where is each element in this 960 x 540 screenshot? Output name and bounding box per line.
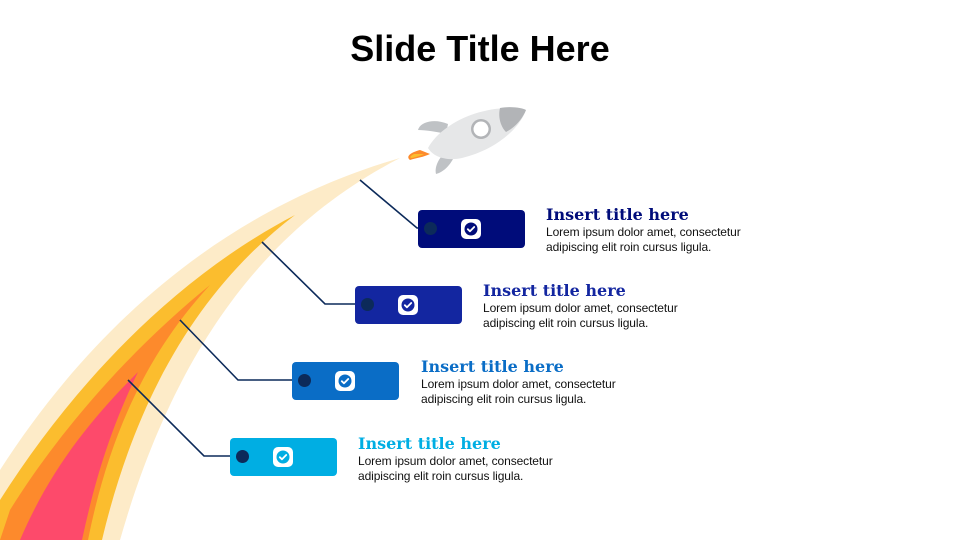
- check-icon: [398, 295, 418, 315]
- step-4-dot: [236, 450, 249, 463]
- connector-4: [127, 379, 238, 457]
- connector-3: [179, 319, 303, 381]
- step-4-description-line1: Lorem ipsum dolor amet, consectetur: [358, 454, 553, 468]
- step-3-title: Insert title here: [421, 357, 564, 376]
- step-2-text: Insert title here Lorem ipsum dolor amet…: [483, 281, 743, 331]
- step-3-dot: [298, 374, 311, 387]
- step-2-title: Insert title here: [483, 281, 626, 300]
- rocket-icon: [408, 107, 526, 174]
- trail-core: [20, 372, 138, 540]
- connector-2: [261, 241, 366, 305]
- check-icon: [335, 371, 355, 391]
- step-4-text: Insert title here Lorem ipsum dolor amet…: [358, 434, 618, 484]
- check-icon: [461, 219, 481, 239]
- step-4-bar: [230, 438, 337, 476]
- step-1-description-line2: adipiscing elit roin cursus ligula.: [546, 240, 712, 254]
- step-3-description-line1: Lorem ipsum dolor amet, consectetur: [421, 377, 616, 391]
- step-2-bar: [355, 286, 462, 324]
- step-1-text: Insert title here Lorem ipsum dolor amet…: [546, 205, 806, 255]
- step-1-dot: [424, 222, 437, 235]
- step-3-bar: [292, 362, 399, 400]
- step-2-description-line1: Lorem ipsum dolor amet, consectetur: [483, 301, 678, 315]
- step-4-description-line2: adipiscing elit roin cursus ligula.: [358, 469, 524, 483]
- step-2-dot: [361, 298, 374, 311]
- step-3-text: Insert title here Lorem ipsum dolor amet…: [421, 357, 681, 407]
- step-1-description-line1: Lorem ipsum dolor amet, consectetur: [546, 225, 741, 239]
- slide-title: Slide Title Here: [350, 28, 610, 69]
- step-1-title: Insert title here: [546, 205, 689, 224]
- step-1-bar: [418, 210, 525, 248]
- step-3-description-line2: adipiscing elit roin cursus ligula.: [421, 392, 587, 406]
- step-4-title: Insert title here: [358, 434, 501, 453]
- step-2-description-line2: adipiscing elit roin cursus ligula.: [483, 316, 649, 330]
- check-icon: [273, 447, 293, 467]
